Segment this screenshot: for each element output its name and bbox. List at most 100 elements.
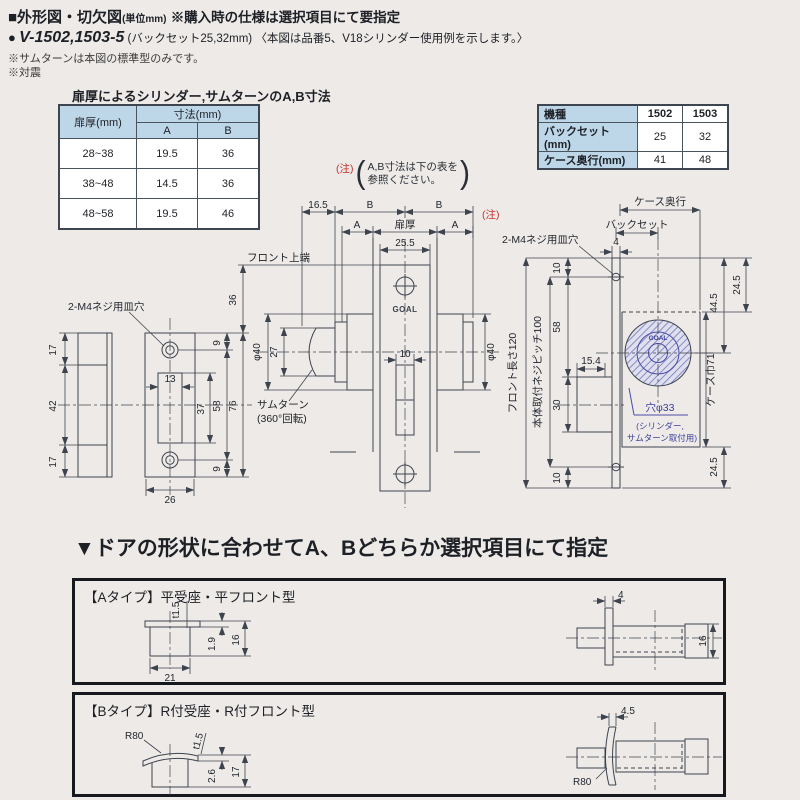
dim-label: 37 <box>196 403 207 415</box>
dim-label: 24.5 <box>732 275 743 295</box>
dim-label: 17 <box>48 456 59 468</box>
page-title-row: ■外形図・切欠図(単位mm) ※購入時の仕様は選択項目にて要指定 <box>8 6 400 27</box>
dim-label: A <box>452 220 459 231</box>
dim-label: 13 <box>164 374 176 385</box>
table-cell: 41 <box>637 151 683 170</box>
table-cell: 32 <box>682 122 729 152</box>
case-centerlines <box>558 238 714 406</box>
model-1503: 1503 <box>682 104 729 123</box>
spec-table: 機種 1502 1503 バックセット(mm) 25 32 ケース奥行(mm) … <box>537 104 729 170</box>
table-row: 28~38 19.5 36 <box>58 138 260 169</box>
dim-label: 44.5 <box>709 293 720 313</box>
dim-table: 扉厚(mm) 寸法(mm) A B 28~38 19.5 36 38~48 14… <box>58 104 260 230</box>
product-row: ● V-1502,1503-5 (バックセット25,32mm) 〈本図は品番5、… <box>8 29 528 47</box>
table-row: バックセット(mm) 25 32 <box>537 122 729 152</box>
note-mark: (注) <box>336 163 354 175</box>
case-dimensions <box>522 204 752 489</box>
dim-label: B <box>367 200 374 211</box>
col-header-a: A <box>136 122 198 139</box>
table-cell: 19.5 <box>136 138 198 169</box>
hole-note-line2: サムターン取付用) <box>627 433 697 443</box>
front-length-label: フロント長さ120 <box>507 333 519 414</box>
dim-label: 26 <box>164 495 176 506</box>
thumbturn-label: サムターン (360°回転) <box>257 399 309 426</box>
dim-label: φ40 <box>252 343 263 361</box>
type-b-box: 【Bタイプ】R付受座・R付フロント型 <box>72 692 726 797</box>
bullet-icon: ● <box>8 30 16 45</box>
strike-dim-labels: 17 42 17 37 9 58 9 36 76 13 26 2-M4ネジ用皿穴 <box>48 294 239 506</box>
product-usage-note: 〈本図は品番5、V18シリンダー使用例を示します。〉 <box>255 33 529 45</box>
case-depth-label: ケース奥行 <box>634 195 686 208</box>
dim-label: 10 <box>552 472 563 484</box>
table-cell: 36 <box>197 138 260 169</box>
case-dim-labels: ケース奥行 バックセット 4 2-M4ネジ用皿穴 フロント長さ120 本体取付ネ… <box>502 195 743 484</box>
table-cell: 19.5 <box>136 198 198 230</box>
product-code: V-1502,1503-5 <box>19 29 125 46</box>
dim-label: B <box>436 200 443 211</box>
dim-label: 4 <box>613 237 619 248</box>
dim-label: 10 <box>399 349 411 360</box>
table-cell: 48 <box>682 151 729 170</box>
model-1502: 1502 <box>637 104 683 123</box>
table-cell: 38~48 <box>58 168 137 199</box>
dim-label: 9 <box>212 466 223 472</box>
table-cell: 25 <box>637 122 683 152</box>
lock-body-front-view <box>308 238 480 492</box>
lock-body-centerlines <box>256 240 500 508</box>
thumbturn-note: ※サムターンは本図の標準型のみです。 <box>8 53 205 65</box>
hole-note-line1: (シリンダー, <box>636 421 684 431</box>
quake-note: ※対震 <box>8 67 41 79</box>
dim-label: φ40 <box>486 343 497 361</box>
note-mark-right: (注) <box>482 209 500 221</box>
paren-open: ( <box>355 155 366 192</box>
case-width-label: ケース巾71 <box>704 353 717 406</box>
screw-pitch-label: 本体取付ネジピッチ100 <box>531 316 544 428</box>
thumbturn-label-line2: (360°回転) <box>257 412 307 425</box>
table-row: 機種 1502 1503 <box>537 104 729 123</box>
table-row: ケース奥行(mm) 41 48 <box>537 151 729 170</box>
table-cell: 36 <box>197 168 260 199</box>
screw-hole-label: 2-M4ネジ用皿穴 <box>502 233 579 246</box>
goal-logo: GOAL <box>392 305 417 314</box>
dim-label: 27 <box>269 346 280 358</box>
table-cell: 48~58 <box>58 198 137 230</box>
table-row: 48~58 19.5 46 <box>58 198 260 230</box>
dim-label: 58 <box>552 321 563 333</box>
goal-logo-small: GOAL <box>649 335 668 342</box>
dim-table-title: 扉厚によるシリンダー,サムターンのA,B寸法 <box>72 89 331 104</box>
lock-body-dim-labels: 16.5 B B A 扉厚 A 25.5 φ40 27 φ40 10 GOAL <box>252 200 497 361</box>
strike-centerlines <box>58 318 252 495</box>
note-line1: A,B寸法は下の表を <box>367 161 458 173</box>
dim-label: 16.5 <box>308 200 328 211</box>
dim-label: 15.4 <box>581 356 601 367</box>
dim-label: 58 <box>212 400 223 412</box>
product-backset: (バックセット25,32mm) <box>127 33 253 45</box>
note-line2: 参照ください。 <box>367 174 442 186</box>
type-b-label: 【Bタイプ】R付受座・R付フロント型 <box>84 704 316 719</box>
lock-body-dimensions <box>238 206 491 402</box>
thumbturn-label-line1: サムターン <box>257 399 309 411</box>
hole-diameter-label: 穴φ33 <box>646 401 675 414</box>
spec-casedepth-label: ケース奥行(mm) <box>537 151 638 170</box>
paren-close: ) <box>459 155 470 192</box>
selection-heading: ▼ドアの形状に合わせてA、Bどちらか選択項目にて指定 <box>74 537 609 560</box>
col-header-b: B <box>197 122 260 139</box>
cylinder-hole-annotation <box>628 387 688 416</box>
dim-label: 24.5 <box>709 457 720 477</box>
type-a-box: 【Aタイプ】平受座・平フロント型 <box>72 578 726 685</box>
case-side-view <box>576 257 701 489</box>
door-thickness-label: 扉厚 <box>395 218 416 231</box>
front-top-label: フロント上端 <box>247 252 310 264</box>
page-title: ■外形図・切欠図 <box>8 9 123 26</box>
spec-header-model: 機種 <box>537 104 638 123</box>
table-row: 38~48 14.5 36 <box>58 168 260 199</box>
dim-label: 25.5 <box>395 238 415 249</box>
dim-label: A <box>354 220 361 231</box>
strike-dimensions <box>59 264 249 496</box>
backset-label: バックセット <box>606 219 669 231</box>
table-cell: 28~38 <box>58 138 137 169</box>
unit-label: (単位mm) <box>122 14 167 25</box>
screw-hole-label: 2-M4ネジ用皿穴 <box>68 300 145 313</box>
cylinder-detail: GOAL <box>636 331 680 375</box>
dim-label: 36 <box>228 294 239 306</box>
